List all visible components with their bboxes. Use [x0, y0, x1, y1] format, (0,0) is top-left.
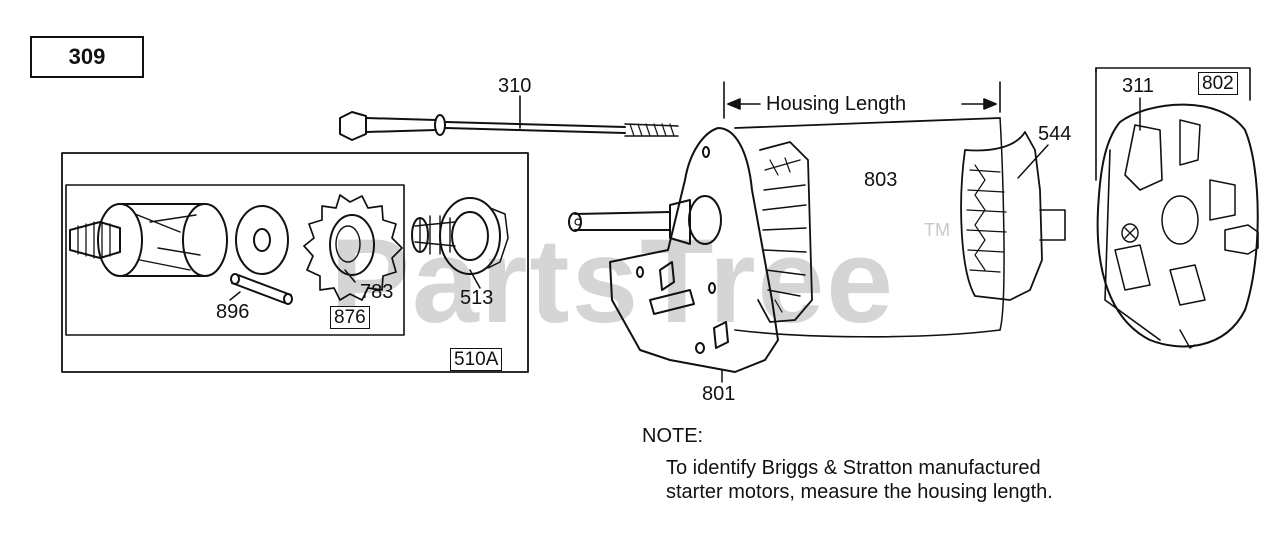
pinion-gear-part — [303, 194, 403, 301]
figure-number-box: 309 — [30, 36, 144, 78]
commutator-end-cap-part — [1095, 67, 1259, 349]
drive-clutch-part — [69, 203, 228, 277]
callout-510a: 510A — [450, 348, 503, 371]
housing-part — [734, 117, 1005, 338]
callout-801: 801 — [702, 383, 736, 405]
callout-803: 803 — [864, 169, 898, 191]
roll-pin-part — [230, 273, 293, 305]
anti-drift-spring-part — [411, 197, 509, 275]
washer-part — [235, 205, 289, 275]
note-line-1: To identify Briggs & Stratton manufactur… — [666, 457, 1041, 479]
watermark-tm: TM — [924, 220, 950, 240]
note-line-2: starter motors, measure the housing leng… — [666, 481, 1053, 503]
callout-513: 513 — [460, 287, 494, 309]
armature-part — [757, 141, 813, 323]
callout-802: 802 — [1198, 72, 1238, 95]
commutator-end-part — [960, 131, 1066, 301]
housing-length-label: Housing Length — [766, 93, 907, 115]
note-heading: NOTE: — [642, 425, 704, 447]
callout-544: 544 — [1038, 123, 1072, 145]
callout-876: 876 — [330, 306, 370, 329]
through-bolt-part — [339, 95, 679, 141]
callout-896: 896 — [216, 301, 250, 323]
callout-311: 311 — [1122, 75, 1154, 97]
figure-number: 309 — [68, 44, 106, 69]
drive-assembly-frame — [61, 152, 529, 373]
callout-310: 310 — [498, 75, 532, 97]
leader-lines — [229, 269, 481, 301]
callout-783: 783 — [360, 281, 394, 303]
housing-length-dimension — [723, 81, 1001, 119]
drive-end-cap-part — [568, 127, 779, 383]
